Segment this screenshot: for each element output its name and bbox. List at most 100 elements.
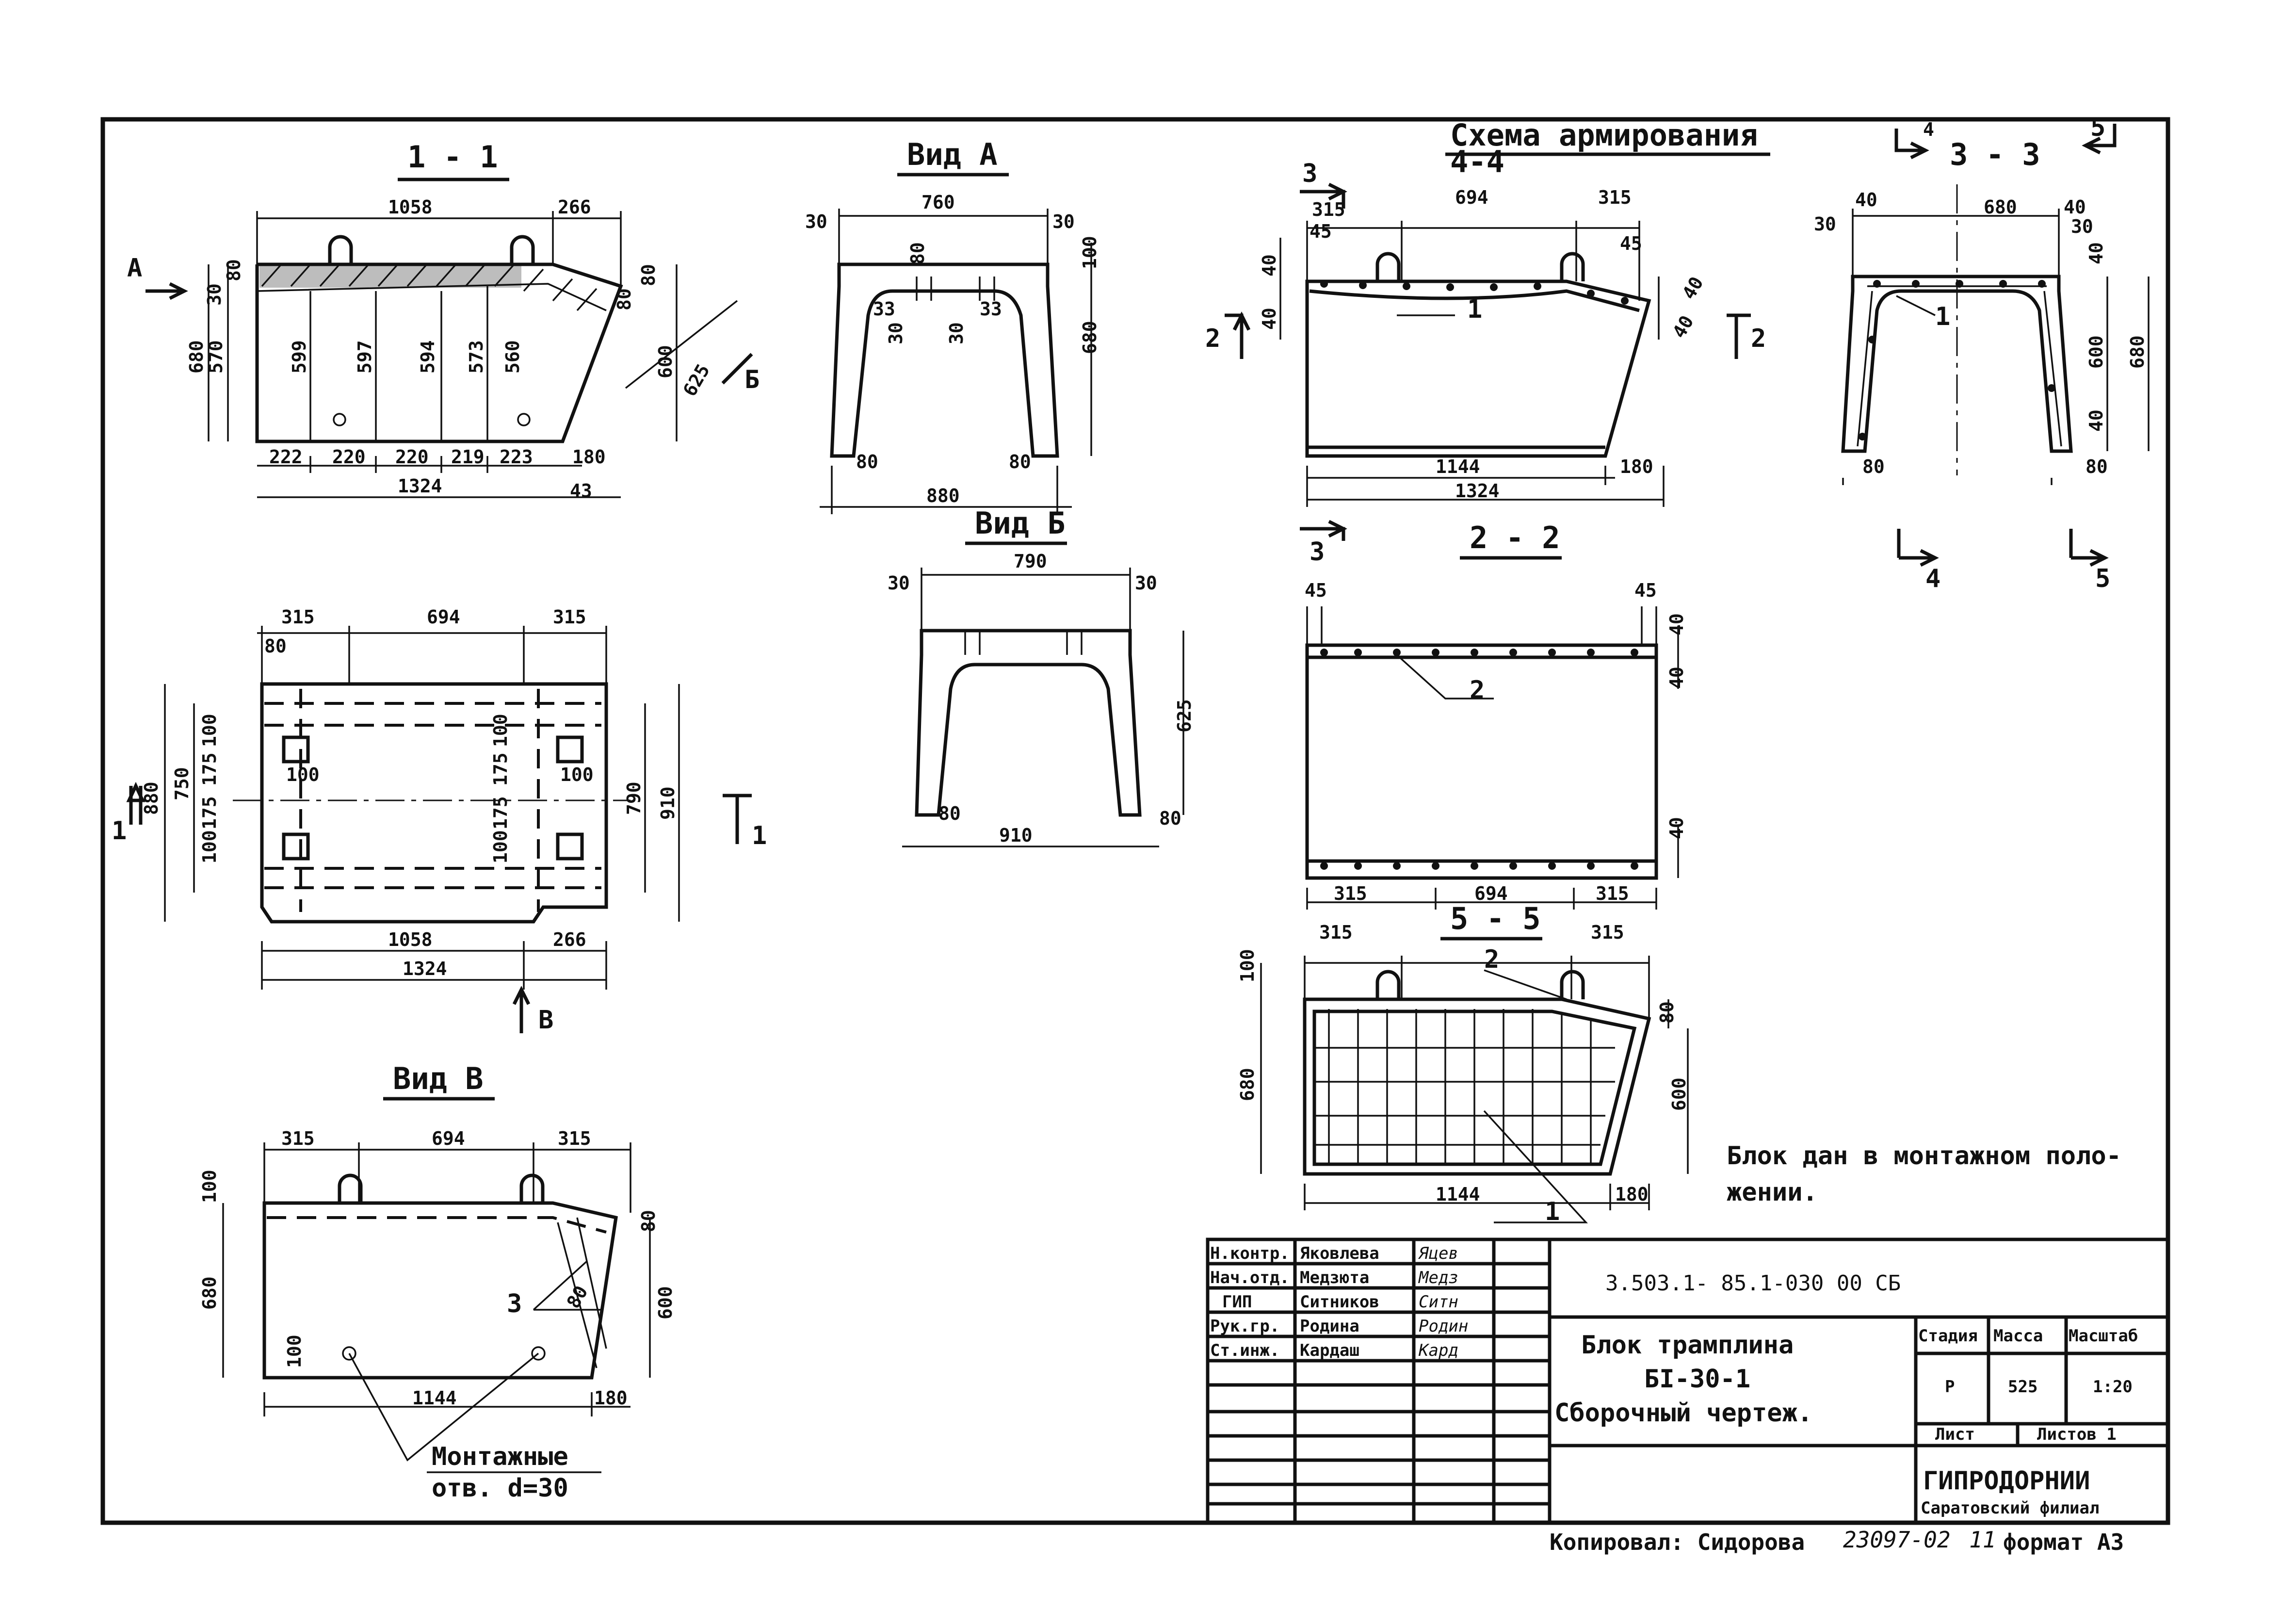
sheet-frame <box>100 117 2170 1525</box>
rf-cut-3-top: 3 <box>1302 159 1317 188</box>
dim-180-bottom: 180 <box>572 446 606 468</box>
reinforcement-title: Схема армирования <box>1450 117 1758 153</box>
plan-dim-750: 750 <box>171 767 193 800</box>
dim-222: 222 <box>269 446 303 468</box>
plan-dim-1324: 1324 <box>403 958 447 979</box>
s33-dim-40-rb: 40 <box>2086 409 2107 432</box>
s33-dim-600: 600 <box>2086 335 2107 369</box>
s33-dim-680-r: 680 <box>2127 335 2148 369</box>
plan-dim-175-l1: 175 <box>199 752 220 786</box>
plan-dim-910: 910 <box>657 786 679 820</box>
s55-dim-315-r: 315 <box>1591 922 1624 943</box>
dim-600-right: 600 <box>655 345 676 378</box>
rf-cut-3-bottom: 3 <box>1310 537 1325 567</box>
plan-dim-175-r1: 175 <box>490 752 511 786</box>
dim-570-left: 570 <box>205 340 226 374</box>
footer-copied: Копировал: Сидорова <box>1550 1529 1805 1555</box>
dim-790: 790 <box>1014 551 1047 572</box>
rf-dim-315-r: 315 <box>1598 187 1632 208</box>
s22-dim-45-r: 45 <box>1634 580 1657 601</box>
plan-hole-100-r: 100 <box>560 764 594 785</box>
s33-dim-40-l: 40 <box>1855 189 1877 211</box>
s55-dim-100: 100 <box>1237 949 1258 982</box>
section-1-1: 1 - 1 1058 266 30 80 80 680 570 599 597 … <box>127 139 760 502</box>
s22-dim-315-r: 315 <box>1596 883 1629 904</box>
view-v-dim-315-l: 315 <box>281 1128 315 1149</box>
dim-625-diag: 625 <box>679 360 714 400</box>
s33-dim-80-bl: 80 <box>1862 456 1885 477</box>
s33-dim-30-r: 30 <box>2071 216 2093 237</box>
rf-dim-315-l: 315 <box>1312 199 1345 220</box>
dim-30-r: 30 <box>1052 211 1075 232</box>
dim-80-br: 80 <box>1009 451 1031 472</box>
rf-dim-180: 180 <box>1620 456 1653 477</box>
tb-sign-2: Ситн <box>1419 1292 1458 1312</box>
tb-name-line2: БI-30-1 <box>1644 1365 1750 1394</box>
section-5-5-title: 5 - 5 <box>1450 901 1541 936</box>
tb-name-0: Яковлева <box>1300 1244 1379 1263</box>
rf-dim-45-l: 45 <box>1310 221 1332 242</box>
rf-cut-2-right: 2 <box>1751 324 1766 353</box>
arrow-b-label: Б <box>744 365 760 394</box>
s55-bar-2: 2 <box>1484 945 1499 974</box>
dim-30-mid-l: 30 <box>885 322 906 344</box>
tb-val-mass: 525 <box>2008 1377 2037 1397</box>
rf-dim-45-r: 45 <box>1620 233 1642 254</box>
tb-val-scale: 1:20 <box>2093 1377 2133 1397</box>
dim-594: 594 <box>417 340 438 374</box>
dim-760: 760 <box>922 192 955 213</box>
plan-dim-1058: 1058 <box>388 929 433 950</box>
s33-dim-40-r: 40 <box>2064 196 2086 218</box>
tb-name-4: Кардаш <box>1300 1341 1359 1360</box>
dim-1324: 1324 <box>398 475 442 497</box>
s22-dim-45-l: 45 <box>1305 580 1327 601</box>
footer-order: 23097-02 <box>1843 1527 1951 1553</box>
view-v-dim-694: 694 <box>432 1128 465 1149</box>
footer-format: формат А3 <box>2003 1529 2124 1555</box>
dim-30-r: 30 <box>1135 572 1157 594</box>
dim-30-l: 30 <box>888 572 910 594</box>
view-v-title: Вид В <box>393 1061 484 1096</box>
s55-dim-180: 180 <box>1615 1184 1649 1205</box>
view-v-callout-3: 3 <box>507 1289 522 1318</box>
footer: Копировал: Сидорова 23097-02 11 формат А… <box>1550 1527 2124 1555</box>
arrow-a-label: А <box>127 254 142 283</box>
rf-dim-694: 694 <box>1455 187 1488 208</box>
title-block: Н.контр. Яковлева Яцев Нач.отд. Медзюта … <box>1206 1237 2170 1525</box>
tb-role-1: Нач.отд. <box>1210 1268 1290 1287</box>
s55-dim-80: 80 <box>1656 1001 1678 1024</box>
plan-dim-315-r: 315 <box>553 606 586 628</box>
view-v-dim-100: 100 <box>199 1170 220 1203</box>
s33-dim-80-br: 80 <box>2086 456 2108 477</box>
dim-80-bl: 80 <box>856 451 878 472</box>
tb-sheets: Листов 1 <box>2037 1425 2117 1444</box>
dim-573: 573 <box>466 340 487 374</box>
tb-name-1: Медзюта <box>1300 1268 1369 1287</box>
s22-dim-40-2: 40 <box>1666 667 1687 689</box>
view-v-note-2: отв. d=30 <box>432 1474 568 1503</box>
s33-dim-40-rt: 40 <box>2086 242 2107 264</box>
view-v-dim-180: 180 <box>594 1387 628 1409</box>
plan-dim-694: 694 <box>427 606 460 628</box>
tb-role-0: Н.контр. <box>1210 1244 1290 1263</box>
dim-80-l: 80 <box>938 803 961 824</box>
dim-33-r: 33 <box>980 298 1002 320</box>
dim-100-right: 100 <box>1079 236 1100 269</box>
tb-code: 3.503.1- 85.1-030 00 СБ <box>1605 1271 1901 1296</box>
view-v: Вид В 315 694 315 100 680 80 600 100 114… <box>199 1061 676 1503</box>
tb-role-4: Ст.инж. <box>1210 1341 1279 1360</box>
plan-hole-100-l: 100 <box>286 764 320 785</box>
reinforcement-4-4: Схема армирования 4-4 315 694 315 45 45 … <box>1205 117 1770 567</box>
dim-219: 219 <box>451 446 485 468</box>
dim-680: 680 <box>1079 321 1100 354</box>
section-4-4-title: 4-4 <box>1450 144 1504 179</box>
plan-dim-100-l1: 100 <box>199 714 220 747</box>
section-3-3-title: 3 - 3 <box>1950 137 2040 172</box>
tb-org-2: Саратовский филиал <box>1921 1498 2099 1518</box>
s33-bar-1: 1 <box>1935 302 1950 331</box>
view-a-title: Вид А <box>907 137 998 172</box>
view-v-dim-600: 600 <box>655 1286 676 1319</box>
dim-30-mid-r: 30 <box>946 322 967 344</box>
tb-role-3: Рук.гр. <box>1210 1317 1279 1336</box>
s33-dim-30-l: 30 <box>1814 213 1836 235</box>
